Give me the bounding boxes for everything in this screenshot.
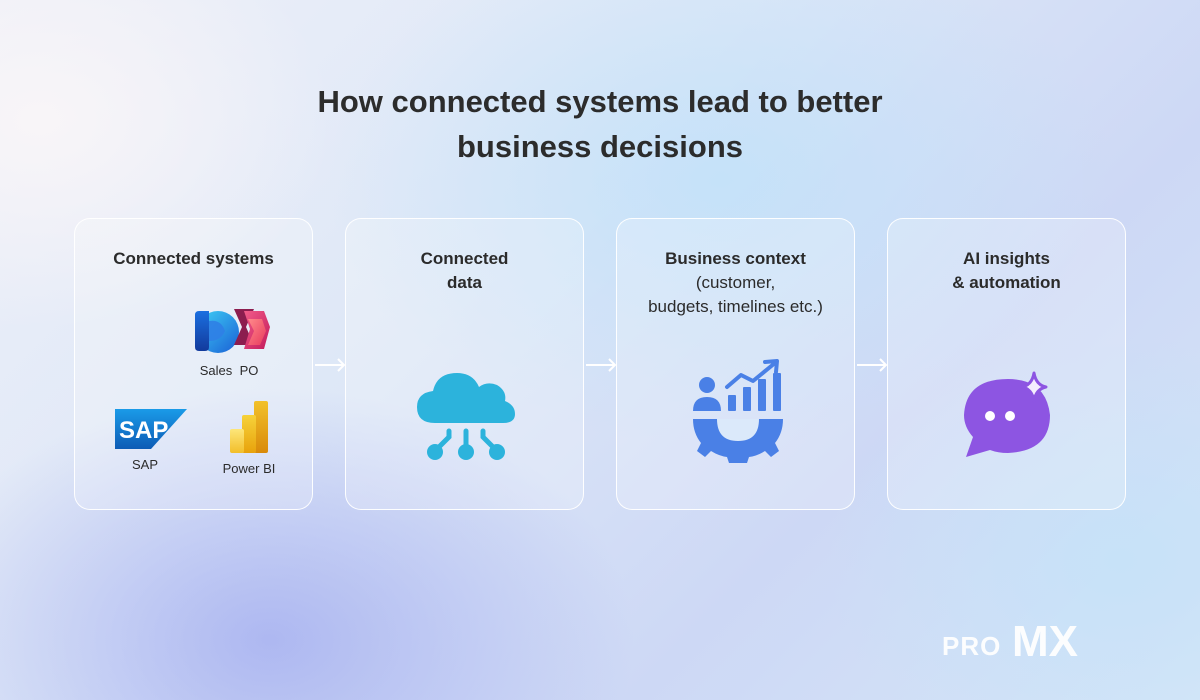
step-card-connected-systems: Connected systems Sales [74,218,313,510]
arrow-right-icon [586,358,617,372]
promx-logo: PRO MX [942,622,1078,660]
step-title-line1: Connected [420,249,509,268]
system-sales: Sales [166,305,266,378]
system-label: Power BI [222,461,276,476]
step-title: Connected data [346,247,583,295]
step-title: Connected systems [113,249,274,268]
power-bi-icon [230,401,268,453]
step-card-connected-data: Connected data [345,218,584,510]
page-title-line2: business decisions [457,128,743,164]
system-power-bi: Power BI [199,399,299,476]
system-po: PO [199,305,299,378]
svg-text:MX: MX [1012,622,1078,660]
dynamics-sales-icon [195,311,239,353]
sap-logo-icon: SAP [115,409,187,449]
step-card-ai-insights: AI insights & automation [887,218,1126,510]
step-title-line1: AI insights [963,249,1050,268]
analytics-gear-icon [693,359,783,463]
step-subtitle-line2: budgets, timelines etc.) [648,297,823,316]
svg-text:PRO: PRO [942,631,1001,660]
step-title-line2: & automation [952,273,1061,292]
step-card-business-context: Business context (customer, budgets, tim… [616,218,855,510]
page-title: How connected systems lead to better bus… [0,79,1200,169]
page-title-line1: How connected systems lead to better [317,83,883,119]
step-title-line2: data [447,273,482,292]
arrow-right-icon [315,358,346,372]
system-sap: SAP SAP [101,409,201,472]
step-subtitle-line1: (customer, [695,273,776,292]
cloud-network-icon [417,373,515,460]
step-subtitle: (customer, budgets, timelines etc.) [617,271,854,319]
step-title: Business context [665,249,806,268]
arrow-right-icon [857,358,888,372]
system-label: Sales [199,363,233,378]
svg-text:SAP: SAP [119,417,168,444]
chat-sparkle-icon [964,371,1050,457]
step-title: AI insights & automation [888,247,1125,295]
system-label: PO [239,363,259,378]
power-apps-icon [234,309,270,349]
system-label: SAP [131,457,158,472]
